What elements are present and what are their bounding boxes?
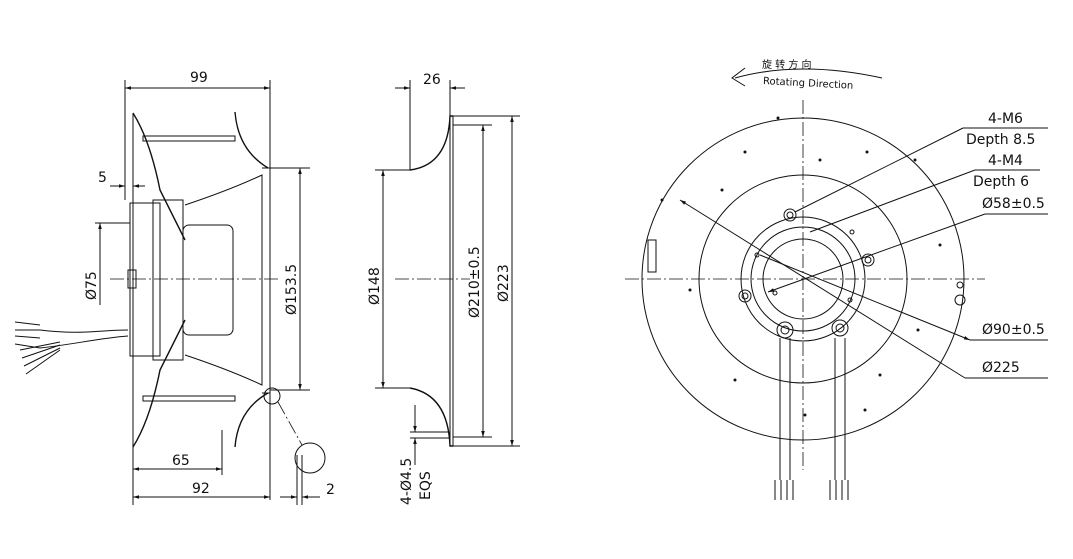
dim-225: Ø225 xyxy=(982,360,1020,376)
dim-223: Ø223 xyxy=(496,264,512,302)
dim-148: Ø148 xyxy=(367,267,383,305)
rotation-label-cn: 旋 转 方 向 xyxy=(762,58,812,71)
dim-99: 99 xyxy=(190,70,208,86)
dim-92: 92 xyxy=(192,481,210,497)
dim-26: 26 xyxy=(423,72,441,88)
dim-75: Ø75 xyxy=(84,271,100,300)
dim-210: Ø210±0.5 xyxy=(467,246,483,318)
rotation-arrow xyxy=(734,68,883,79)
dim-holes: 4-Ø4.5 xyxy=(399,458,415,505)
callout-4-m6: 4-M6 xyxy=(988,111,1023,127)
inlet-ring-view: 26 Ø148 Ø210±0.5 Ø223 4-Ø4.5 EQS xyxy=(367,72,520,505)
callout-4-m4: 4-M4 xyxy=(988,153,1023,169)
dim-5: 5 xyxy=(98,170,107,186)
dim-58: Ø58±0.5 xyxy=(982,196,1045,212)
dim-153-5: Ø153.5 xyxy=(284,264,300,315)
callout-depth-6: Depth 6 xyxy=(973,174,1029,190)
dim-90: Ø90±0.5 xyxy=(982,322,1045,338)
detail-circle xyxy=(294,442,326,474)
front-view: 旋 转 方 向 Rotating Direction xyxy=(625,58,1048,500)
dim-holes-eqs: EQS xyxy=(418,471,434,500)
dim-65: 65 xyxy=(172,453,190,469)
rotation-label-en: Rotating Direction xyxy=(763,76,854,92)
dim-2: 2 xyxy=(326,482,335,498)
side-view: 99 5 Ø75 Ø153.5 xyxy=(14,70,335,505)
outer-circle xyxy=(641,117,965,441)
callout-depth-8-5: Depth 8.5 xyxy=(966,132,1035,148)
